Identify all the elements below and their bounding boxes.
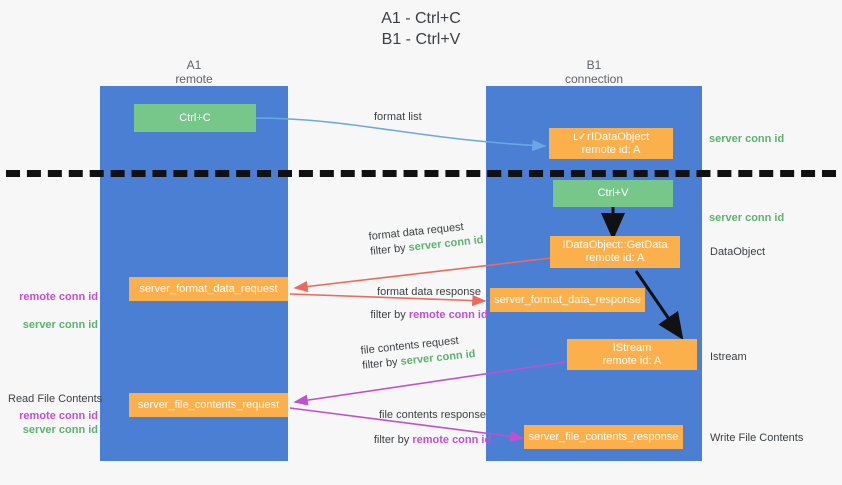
- box-server-file-contents-request[interactable]: server_file_contents_request: [129, 393, 288, 417]
- label-filter-by-prefix: filter by: [369, 241, 410, 258]
- box-server-format-data-request[interactable]: server_format_data_request: [129, 277, 288, 301]
- label-format-list: format list: [374, 111, 422, 123]
- box-server-file-contents-response[interactable]: server_file_contents_response: [524, 425, 683, 449]
- left-label-remote-conn-id-mid: remote conn id: [19, 291, 98, 303]
- left-label-conn-ids-bottom: remote conn id server conn id: [10, 409, 98, 437]
- label-file-contents-response-line2: filter by remote conn id: [345, 433, 520, 448]
- label-remote-conn-id-value: remote conn id: [408, 309, 488, 321]
- page-title: A1 - Ctrl+C B1 - Ctrl+V: [381, 10, 461, 48]
- label-filter-by-prefix-4: filter by: [373, 434, 413, 446]
- label-format-data-response: format data response filter by remote co…: [339, 285, 519, 323]
- label-filter-by-prefix-3: filter by: [361, 355, 402, 372]
- right-label-istream: Istream: [710, 351, 747, 363]
- left-label-server-conn-id-bottom: server conn id: [22, 424, 98, 436]
- right-label-write-file-contents: Write File Contents: [710, 432, 804, 444]
- box-idataobject-getdata[interactable]: IDataObject::GetData remote id: A: [550, 236, 680, 268]
- label-file-contents-response: file contents response filter by remote …: [345, 408, 520, 448]
- box-server-format-data-response[interactable]: server_format_data_response: [490, 288, 645, 312]
- left-label-conn-ids-mid: remote conn id server conn id: [10, 276, 98, 346]
- left-label-remote-conn-id-bottom: remote conn id: [19, 410, 98, 422]
- left-label-read-file-contents: Read File Contents: [8, 393, 103, 405]
- phase-divider: [6, 170, 836, 177]
- lane-header-b1: B1 connection: [564, 58, 624, 86]
- label-format-data-response-line1: format data response: [377, 286, 481, 298]
- label-file-contents-request: file contents request filter by server c…: [360, 332, 476, 374]
- right-label-dataobject: DataObject: [710, 246, 766, 258]
- box-ctrl-v[interactable]: Ctrl+V: [553, 180, 673, 207]
- right-label-server-conn-id-top: server conn id: [709, 133, 785, 145]
- box-ctrl-c[interactable]: Ctrl+C: [134, 104, 256, 132]
- label-format-data-request: format data request filter by server con…: [368, 218, 484, 260]
- label-file-contents-response-line1: file contents response: [378, 409, 486, 421]
- right-label-server-conn-id-mid: server conn id: [709, 212, 785, 224]
- lane-header-a1: A1 remote: [175, 58, 213, 86]
- box-idataobject[interactable]: ւ✓гIDataObject remote id: A: [549, 128, 673, 159]
- box-istream[interactable]: IStream remote id: A: [567, 339, 697, 370]
- left-label-server-conn-id-mid: server conn id: [22, 319, 98, 331]
- label-filter-by-prefix-2: filter by: [370, 309, 409, 321]
- label-format-data-response-line2: filter by remote conn id: [339, 308, 519, 323]
- label-remote-conn-id-value-2: remote conn id: [412, 434, 492, 446]
